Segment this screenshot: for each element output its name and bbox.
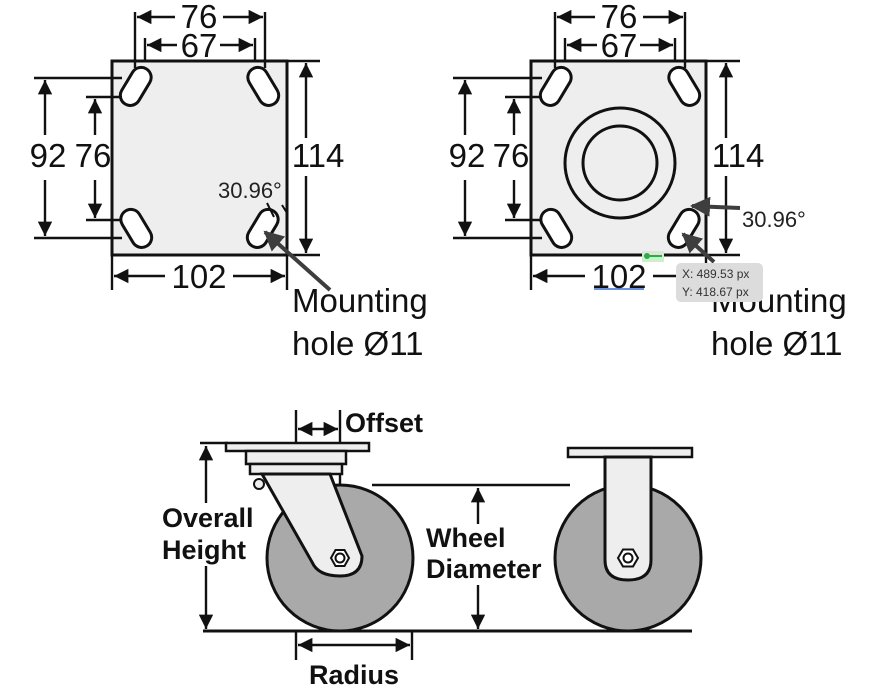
- mounting-hole-note-line2: hole Ø11: [711, 325, 842, 362]
- mounting-slot-icon: [118, 65, 153, 107]
- plate-height-inner-label: 76: [75, 137, 112, 174]
- slot-angle-label: 30.96°: [742, 207, 806, 232]
- kingpin-race-outer: [563, 106, 677, 220]
- plate-width-outer-label: 76: [601, 0, 638, 35]
- rigid-caster: [553, 446, 703, 633]
- mounting-slot-icon: [246, 65, 281, 107]
- axle-nut-icon: [329, 549, 351, 567]
- measure-tooltip: X: 489.53 px Y: 418.67 px: [642, 251, 763, 302]
- offset-label: Offset: [345, 408, 423, 438]
- plate-side-label: 114: [712, 137, 765, 174]
- axle-nut-icon: [616, 548, 640, 568]
- leader-arrow-icon: [263, 230, 332, 292]
- slot-angle-label: 30.96°: [218, 178, 282, 203]
- mounting-slot-icon: [119, 207, 154, 249]
- top-plate-right: 76 67 92 76 114 102 30.96° Mounting hole…: [449, 0, 847, 362]
- swivel-caster: Overall Height Offset Radius Wheel Diame…: [162, 408, 692, 690]
- mounting-slot-icon: [538, 65, 573, 107]
- plate-width-inner-label: 67: [601, 27, 638, 64]
- overall-height-label-line2: Height: [162, 535, 246, 565]
- cursor-y-readout: Y: 418.67 px: [682, 285, 749, 299]
- mounting-slot-icon: [667, 65, 702, 107]
- mounting-hole-note-line2: hole Ø11: [292, 325, 423, 362]
- plate-bottom-label: 102: [171, 258, 226, 295]
- plate-height-inner-label: 76: [493, 137, 530, 174]
- kingpin-race-inner: [581, 124, 659, 202]
- plate-height-outer-label: 92: [449, 137, 486, 174]
- overall-height-label-line1: Overall: [162, 503, 254, 533]
- radius-label: Radius: [309, 660, 399, 690]
- wheel-diameter-label-line2: Diameter: [426, 554, 542, 584]
- anchor-marker-icon: [642, 251, 664, 262]
- plate-width-outer-label: 76: [181, 0, 218, 35]
- plate-height-outer-label: 92: [30, 137, 67, 174]
- cursor-x-readout: X: 489.53 px: [682, 267, 749, 281]
- top-plate-left: 76 67 92 76 114 102 30.96° Mounting hole…: [30, 0, 428, 362]
- leader-arrow-icon: [681, 232, 716, 264]
- plate-width-inner-label: 67: [181, 27, 218, 64]
- wheel-diameter-label-line1: Wheel: [426, 523, 506, 553]
- mounting-slot-icon: [539, 207, 574, 249]
- leader-arrow-icon: [690, 196, 741, 217]
- plate-side-label: 114: [292, 137, 345, 174]
- mounting-hole-note-line1: Mounting: [292, 282, 428, 319]
